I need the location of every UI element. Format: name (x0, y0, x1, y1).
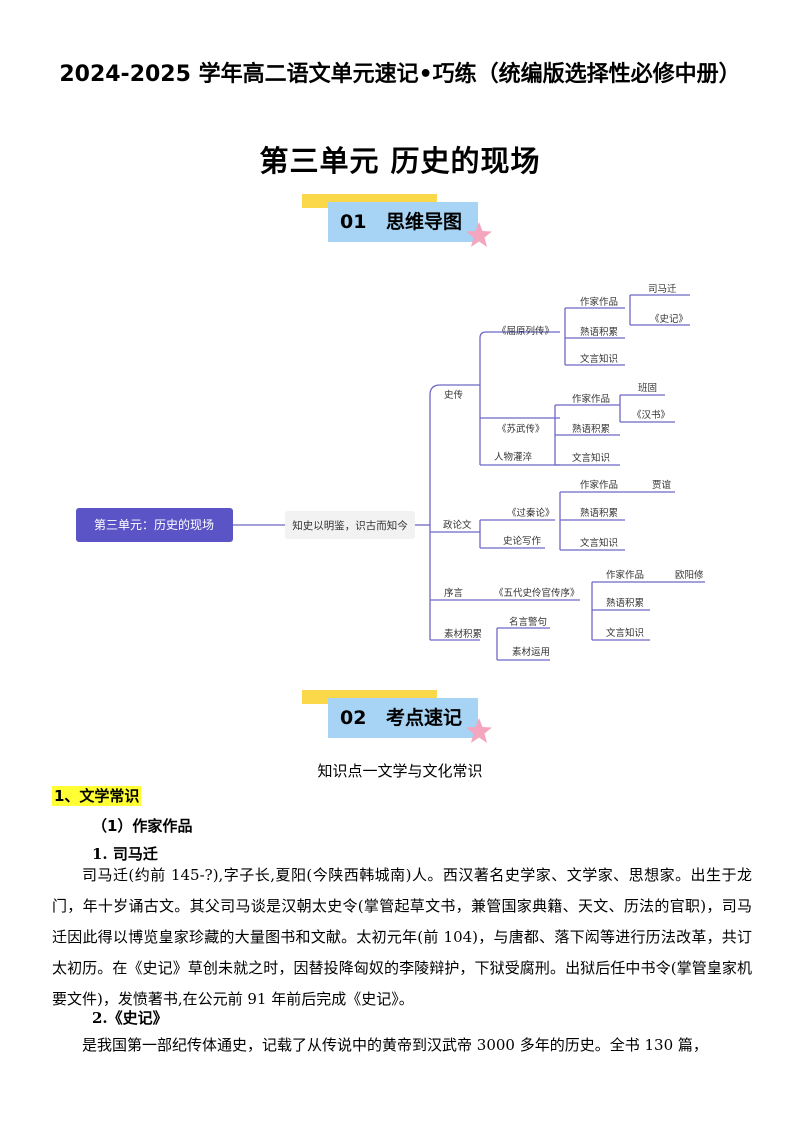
leaf-bangu: 班固 (638, 382, 657, 394)
star-icon (466, 222, 492, 247)
leaf-shuyu2: 熟语积累 (572, 423, 610, 435)
document-title: 2024-2025 学年高二语文单元速记•巧练（统编版选择性必修中册） (59, 62, 741, 87)
leaf-zuojia2: 作家作品 (572, 393, 610, 405)
sub-shilun: 史论写作 (503, 535, 542, 547)
leaf-zuojia3: 作家作品 (580, 479, 618, 491)
leaf-zuojia1: 作家作品 (580, 296, 618, 308)
item-simaqian: 1. 司马迁 (92, 845, 158, 863)
leaf-wenyan4: 文言知识 (606, 627, 644, 639)
leaf-ouyang: 欧阳修 (675, 569, 704, 581)
unit-title: 第三单元 历史的现场 (259, 144, 541, 178)
item-shiji: 2.《史记》 (92, 1009, 168, 1027)
leaf-hanshu: 《汉书》 (632, 410, 670, 421)
sub-mingyan: 名言警句 (509, 616, 547, 628)
leaf-shiji: 《史记》 (650, 313, 688, 325)
leaf-shuyu1: 熟语积累 (580, 326, 618, 338)
leaf-wenyan1: 文言知识 (580, 353, 618, 365)
section-label: 思维导图 (386, 211, 463, 233)
section-label: 考点速记 (386, 707, 463, 729)
sub-quyuan: 《屈原列传》 (497, 325, 554, 337)
paragraph-simaqian: 司马迁(约前 145-?),字子长,夏阳(今陕西韩城南)人。西汉著名史学家、文学… (52, 866, 752, 1008)
leaf-siqian: 司马迁 (648, 284, 677, 295)
branch-shizhuan: 史传 (444, 389, 464, 401)
paragraph-shiji: 是我国第一部纪传体通史，记载了从传说中的黄帝到汉武帝 3000 多年的历史。全书… (82, 1036, 708, 1054)
section-header-kaodian: 02 考点速记 (302, 690, 502, 754)
mindmap-root-box (76, 508, 233, 542)
section-label-box: 01 思维导图 (328, 202, 478, 242)
heading-works: （1）作家作品 (92, 817, 193, 835)
leaf-shuyu3: 熟语积累 (580, 507, 618, 519)
branch-sucai: 素材积累 (444, 628, 482, 640)
sub-sucai: 素材运用 (512, 646, 550, 658)
knowledge-point-title: 知识点一文学与文化常识 (317, 762, 483, 780)
leaf-shuyu4: 熟语积累 (606, 597, 644, 609)
branch-xuyan: 序言 (444, 587, 464, 599)
mindmap-center-box (285, 511, 415, 539)
sub-renwu: 人物灌淬 (494, 451, 533, 463)
star-icon (466, 718, 492, 743)
sub-suwu: 《苏武传》 (497, 423, 545, 435)
leaf-jiayi: 贾谊 (652, 479, 672, 491)
mindmap-center: 知史以明鉴，识古而知今 (292, 519, 408, 532)
sub-guoqin: 《过秦论》 (507, 507, 555, 519)
branch-zhenglunwen: 政论文 (443, 519, 472, 531)
section-header-mindmap: 01 思维导图 (302, 194, 502, 258)
leaf-wenyan2: 文言知识 (572, 452, 610, 464)
leaf-wenyan3: 文言知识 (580, 537, 618, 549)
leaf-zuojia4: 作家作品 (606, 569, 644, 581)
section-number: 01 (340, 211, 367, 233)
sub-wudai: 《五代史伶官传序》 (494, 587, 580, 599)
mindmap-root: 第三单元：历史的现场 (94, 517, 214, 532)
mind-map: 第三单元：历史的现场 知史以明鉴，识古而知今 史传 政论文 序言 素材积累 《屈… (76, 284, 705, 661)
heading-literature: 1、文学常识 (52, 786, 142, 806)
section-label-box: 02 考点速记 (328, 698, 478, 738)
section-number: 02 (340, 707, 367, 729)
